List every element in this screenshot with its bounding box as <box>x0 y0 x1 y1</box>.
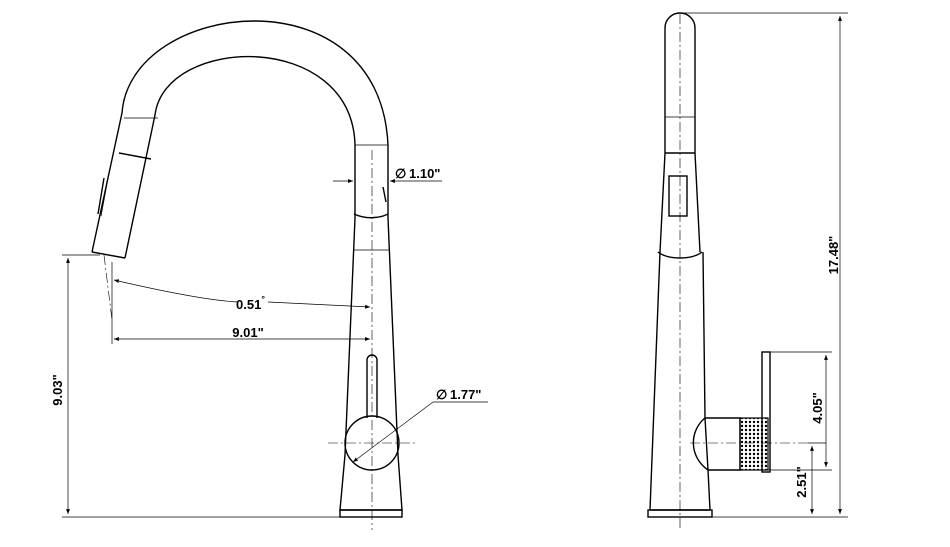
side-view: 17.48" 4.05" 2.51" <box>647 12 848 528</box>
side-body <box>649 251 711 511</box>
side-spout <box>664 12 696 153</box>
angle-label: 0.51° <box>236 294 265 312</box>
diameter-symbol: ∅ <box>436 387 447 402</box>
front-view: 9.03" 9.01" 0.51° ∅ 1.10" ∅ 1.77" <box>50 20 488 530</box>
degree-symbol: ° <box>261 294 265 304</box>
total-height-label: 17.48" <box>826 236 841 275</box>
spout-inner <box>154 55 356 218</box>
sprayer-button <box>668 175 688 217</box>
spout-height-label: 9.03" <box>50 374 65 405</box>
faucet-body <box>339 217 403 511</box>
handle-offset-label: 2.51" <box>794 466 809 497</box>
sprayer-head <box>91 112 156 259</box>
handle-height-label: 4.05" <box>810 392 825 423</box>
diameter-symbol: ∅ <box>395 166 406 181</box>
reach-label: 9.01" <box>232 325 263 340</box>
base-diameter-label: 1.77" <box>450 387 481 402</box>
knurled-knob <box>739 417 769 471</box>
spout-outer <box>121 20 389 218</box>
spout-diameter-label: 1.10" <box>409 166 440 181</box>
handle-plate <box>761 351 771 473</box>
